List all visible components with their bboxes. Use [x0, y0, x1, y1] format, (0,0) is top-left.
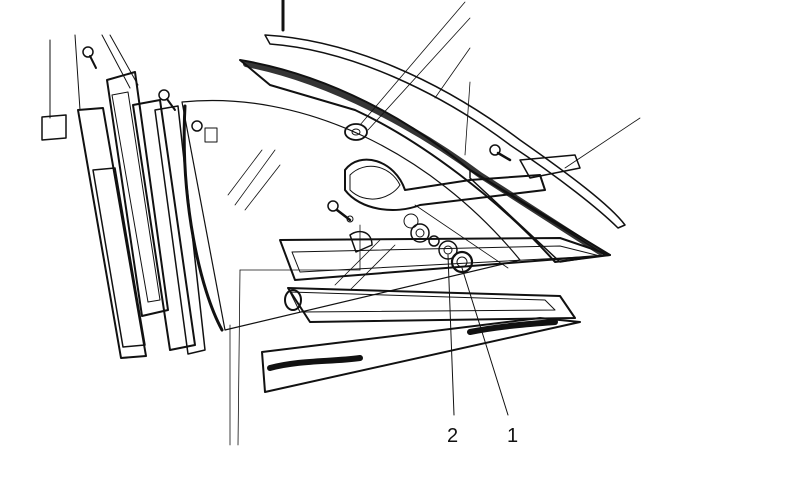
leader-1 — [461, 267, 509, 416]
quarter-glass — [181, 99, 521, 332]
leader-lines — [229, 1, 641, 446]
vent-latch-assembly — [344, 123, 581, 211]
callout-number-1: 1 — [507, 425, 519, 447]
nut-part-1 — [450, 250, 474, 274]
side-screw — [327, 200, 354, 223]
latch-bolt — [489, 144, 512, 162]
lower-seal-channel — [284, 287, 576, 323]
glass-clip — [191, 120, 218, 143]
roof-trim-strip — [264, 0, 626, 229]
rail-screw — [82, 46, 97, 69]
callout-number-2: 2 — [447, 425, 459, 447]
lower-trim-strip — [261, 317, 581, 393]
washer-3 — [428, 235, 440, 247]
washer-2 — [410, 223, 430, 243]
latch-pivot-washer — [344, 123, 368, 141]
fastener-stack — [327, 200, 474, 274]
left-channel-rails — [41, 34, 206, 359]
rail-screw-2 — [158, 89, 176, 111]
mount-bracket — [349, 224, 373, 271]
leader-2 — [447, 254, 455, 416]
washer-1 — [403, 213, 419, 229]
outer-window-frame — [239, 59, 611, 281]
